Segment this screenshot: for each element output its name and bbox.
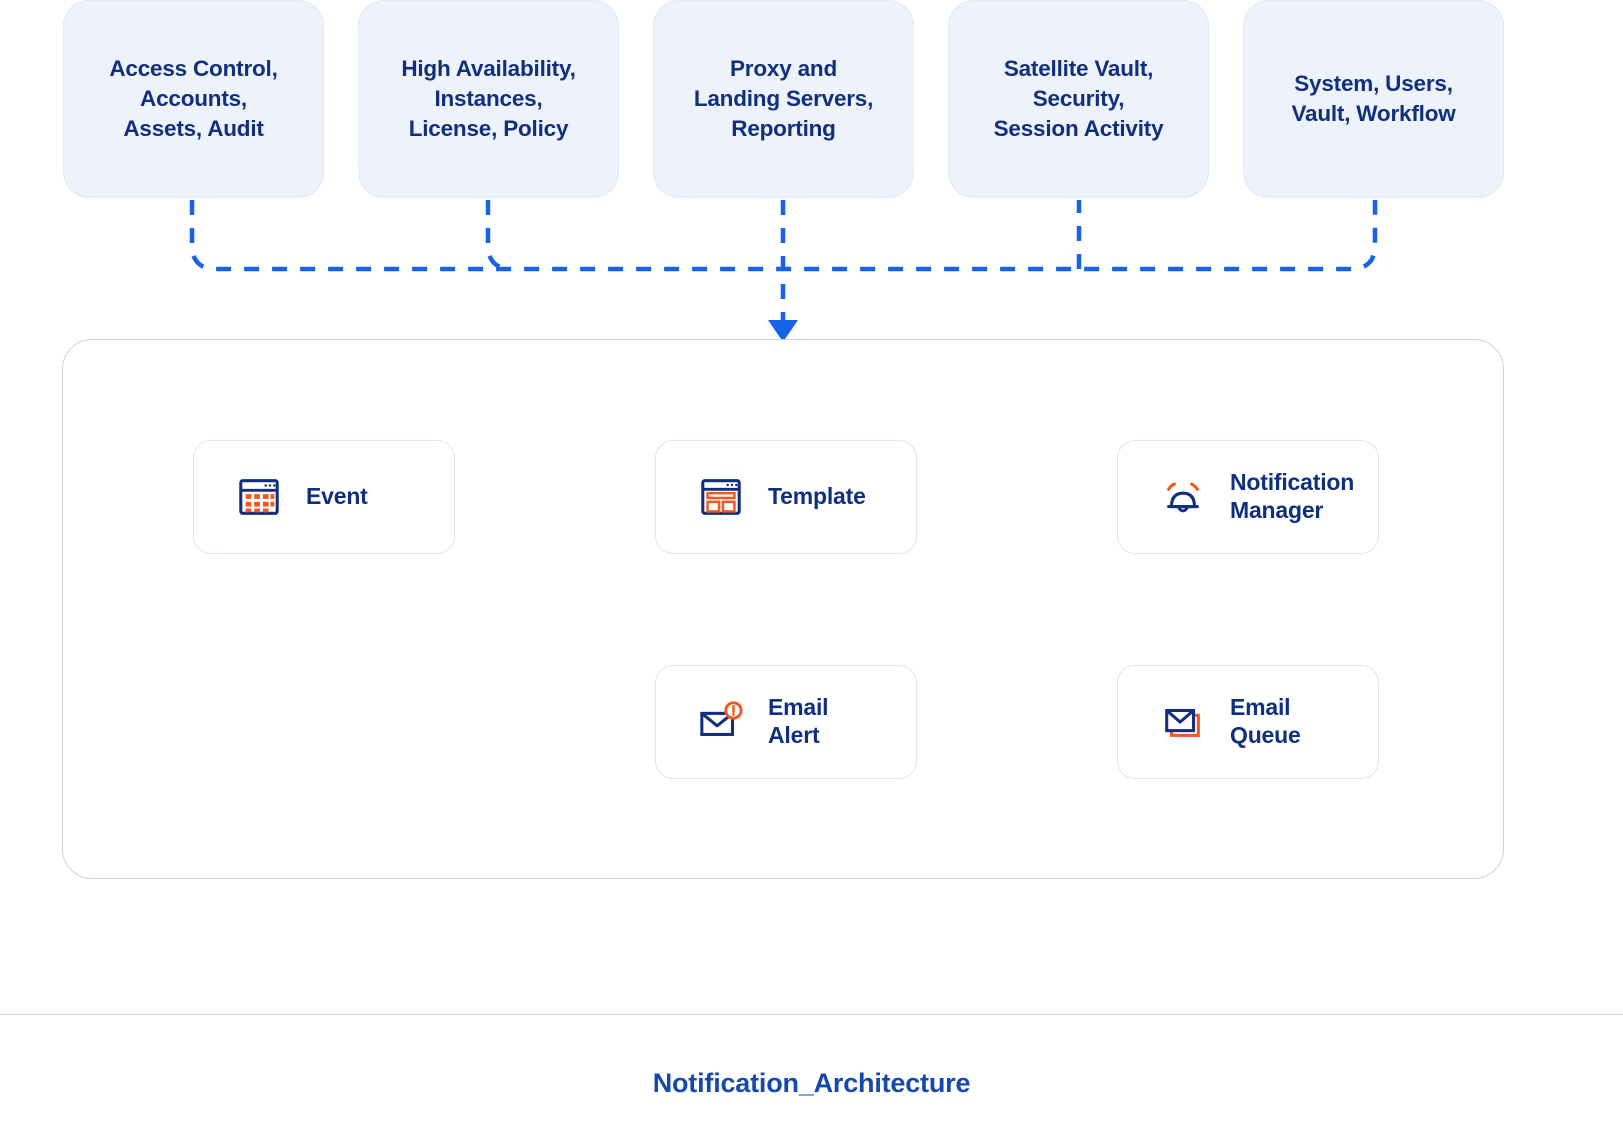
node-label-email-queue: Email Queue xyxy=(1230,694,1301,748)
source-box-label: Access Control, Accounts, Assets, Audit xyxy=(109,55,278,142)
node-card-email-queue[interactable]: Email Queue xyxy=(1117,665,1379,779)
connector-bus-outer xyxy=(189,200,1378,272)
node-label-email-alert: Email Alert xyxy=(768,694,829,748)
node-card-notification-manager[interactable]: Notification Manager xyxy=(1117,440,1379,554)
envelope-alert-icon xyxy=(698,699,744,745)
connector-leg-high-availability xyxy=(485,200,513,272)
node-label-notification-manager: Notification Manager xyxy=(1230,469,1355,523)
node-card-template[interactable]: Template xyxy=(655,440,917,554)
envelope-stack-icon xyxy=(1160,699,1206,745)
source-box-label: System, Users, Vault, Workflow xyxy=(1291,70,1456,126)
browser-layout-icon xyxy=(698,474,744,520)
node-card-email-alert[interactable]: Email Alert xyxy=(655,665,917,779)
source-box-access-control[interactable]: Access Control, Accounts, Assets, Audit xyxy=(63,0,324,198)
notification-system-container xyxy=(62,339,1504,879)
source-box-system-users[interactable]: System, Users, Vault, Workflow xyxy=(1243,0,1504,198)
node-label-event: Event xyxy=(306,483,368,510)
node-card-event[interactable]: Event xyxy=(193,440,455,554)
source-box-label: High Availability, Instances, License, P… xyxy=(401,55,576,142)
figure-title: Notification_Architecture xyxy=(652,1068,971,1098)
source-box-proxy-landing-servers[interactable]: Proxy and Landing Servers, Reporting xyxy=(653,0,914,198)
source-box-label: Satellite Vault, Security, Session Activ… xyxy=(993,55,1164,142)
source-box-high-availability[interactable]: High Availability, Instances, License, P… xyxy=(358,0,619,198)
source-box-label: Proxy and Landing Servers, Reporting xyxy=(693,55,874,142)
source-boxes-row: Access Control, Accounts, Assets, Audit … xyxy=(0,0,1623,200)
calendar-icon xyxy=(236,474,282,520)
bell-ringing-icon xyxy=(1160,474,1206,520)
source-box-satellite-vault[interactable]: Satellite Vault, Security, Session Activ… xyxy=(948,0,1209,198)
node-label-template: Template xyxy=(768,483,866,510)
footer-divider xyxy=(0,1014,1623,1015)
